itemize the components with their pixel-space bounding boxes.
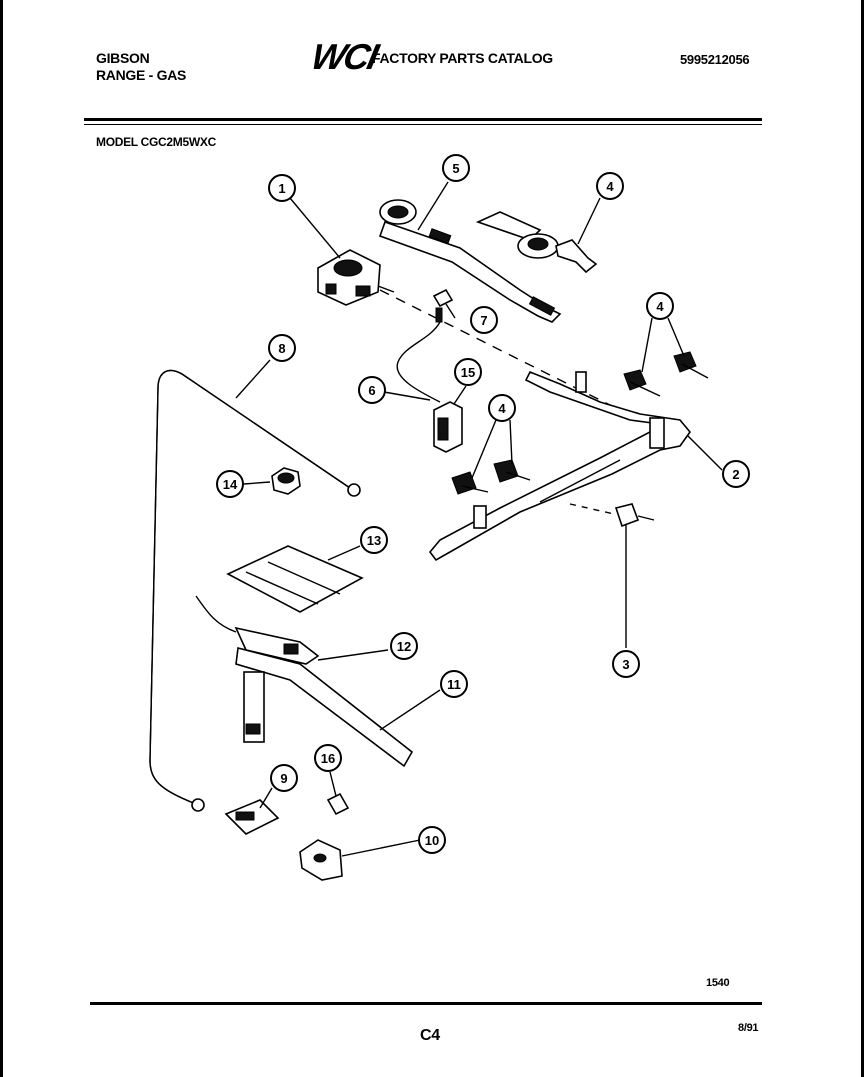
part-valve-lower-a xyxy=(451,471,489,495)
illustration-number: 1540 xyxy=(706,977,730,989)
callout-label: 4 xyxy=(656,299,664,314)
callout-11: 10 xyxy=(418,826,446,854)
part-valve-upper-a xyxy=(623,369,661,397)
callout-3: 3 xyxy=(612,650,640,678)
callout-4-upper: 4 xyxy=(646,292,674,320)
callout-label: 6 xyxy=(368,383,375,398)
callout-label: 2 xyxy=(732,467,739,482)
part-burner-left xyxy=(378,199,562,323)
part-igniter xyxy=(195,595,320,665)
header-rule-thin xyxy=(84,124,762,125)
part-clip-small xyxy=(326,792,350,816)
part-oven-burner xyxy=(235,646,414,768)
revision-date: 8/91 xyxy=(738,1022,759,1034)
part-regulator xyxy=(317,249,395,306)
callout-label: 12 xyxy=(397,639,411,654)
callout-label: 4 xyxy=(498,401,506,416)
callout-label: 1 xyxy=(278,181,285,196)
callout-7: 6 xyxy=(358,376,386,404)
catalog-title: FACTORY PARTS CATALOG xyxy=(372,50,553,66)
part-thermocouple-tube xyxy=(396,321,441,403)
callout-9: 8 xyxy=(268,334,296,362)
part-baffle xyxy=(226,545,364,613)
brand-name: GIBSON xyxy=(96,50,150,66)
model-number: MODEL CGC2M5WXC xyxy=(96,135,216,149)
callout-15: 14 xyxy=(216,470,244,498)
part-valve-upper-b xyxy=(673,351,709,379)
part-mount xyxy=(299,839,343,881)
callout-1: 1 xyxy=(268,174,296,202)
callout-label: 8 xyxy=(278,341,285,356)
header-rule xyxy=(84,118,762,121)
callout-label: 9 xyxy=(280,771,287,786)
part-gas-line-fitting-bottom xyxy=(191,798,205,812)
callout-12: 11 xyxy=(440,670,468,698)
part-clip xyxy=(432,288,454,323)
callout-5: 4 xyxy=(596,172,624,200)
callout-label: 3 xyxy=(622,657,629,672)
callout-4-lower: 4 xyxy=(488,394,516,422)
part-manifold xyxy=(428,370,692,562)
callout-label: 11 xyxy=(447,677,461,692)
callout-17: 16 xyxy=(314,744,342,772)
callout-label: 5 xyxy=(452,161,459,176)
part-valve-lower-b xyxy=(493,459,531,483)
callout-8: 7 xyxy=(470,306,498,334)
assembly-guide-line xyxy=(379,289,641,421)
callout-label: 13 xyxy=(367,533,381,548)
brand-block: GIBSON RANGE - GAS xyxy=(96,50,186,84)
part-gas-line-inner xyxy=(149,369,351,805)
footer-rule xyxy=(90,1002,762,1005)
part-nut xyxy=(271,467,301,495)
callout-6: 5 xyxy=(442,154,470,182)
catalog-part-number: 5995212056 xyxy=(680,52,750,67)
callout-label: 15 xyxy=(461,365,475,380)
part-bracket xyxy=(224,799,280,835)
part-switch xyxy=(569,503,655,528)
leader-lines xyxy=(235,181,723,857)
callout-label: 14 xyxy=(223,477,238,492)
callout-16: 15 xyxy=(454,358,482,386)
part-ignition-module xyxy=(433,401,463,453)
callout-label: 7 xyxy=(480,313,487,328)
callout-10: 9 xyxy=(270,764,298,792)
callout-2: 2 xyxy=(722,460,750,488)
part-gas-line-fitting-top xyxy=(347,483,361,497)
callout-14: 13 xyxy=(360,526,388,554)
page-code: C4 xyxy=(420,1027,440,1044)
product-type: RANGE - GAS xyxy=(96,67,187,83)
callout-label: 10 xyxy=(425,833,439,848)
callout-label: 4 xyxy=(606,179,614,194)
callout-13: 12 xyxy=(390,632,418,660)
callout-label: 16 xyxy=(321,751,335,766)
part-burner-right xyxy=(475,211,598,274)
